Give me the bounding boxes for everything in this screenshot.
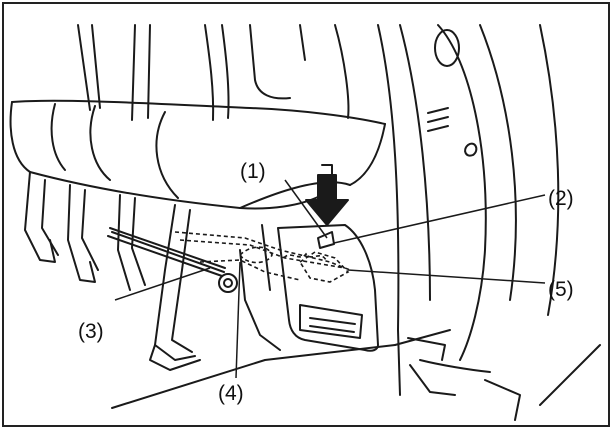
seat-drawing bbox=[9, 24, 601, 421]
hidden-link-5 bbox=[298, 251, 350, 283]
pillar-panel bbox=[437, 24, 487, 361]
leg-3-inner bbox=[131, 197, 146, 286]
seatback-edge bbox=[299, 24, 306, 61]
leader-lines bbox=[114, 179, 546, 379]
cushion-seam-3 bbox=[155, 111, 179, 199]
leader-5 bbox=[347, 269, 546, 284]
pillar-edge bbox=[539, 24, 560, 316]
seat-rail-top bbox=[109, 227, 226, 269]
push-arrow bbox=[305, 174, 349, 226]
callout-2: (2) bbox=[548, 187, 574, 210]
cushion-front-left bbox=[9, 101, 31, 173]
seatback-right-2 bbox=[221, 24, 230, 119]
mount-body bbox=[239, 249, 281, 351]
pillar-far bbox=[479, 24, 517, 301]
pillar-grommet bbox=[434, 29, 460, 67]
leader-4 bbox=[235, 261, 241, 379]
body-trim bbox=[484, 379, 521, 421]
leg-2-inner bbox=[81, 189, 99, 271]
leader-2 bbox=[333, 194, 546, 244]
leg-3 bbox=[117, 194, 131, 291]
arrow-stem-cap bbox=[321, 164, 333, 176]
cushion-seam-2 bbox=[89, 105, 111, 181]
body-lower-2 bbox=[407, 337, 446, 361]
floor-line-2 bbox=[394, 329, 451, 346]
hidden-cable-1 bbox=[174, 231, 351, 271]
seat-rail-mid bbox=[111, 231, 225, 273]
hidden-cable-2 bbox=[179, 239, 346, 269]
leg-1-inner bbox=[41, 179, 59, 256]
cushion-right bbox=[349, 123, 386, 186]
callout-3: (3) bbox=[78, 320, 104, 343]
callout-1: (1) bbox=[240, 160, 266, 183]
seatback-headrest bbox=[249, 24, 291, 100]
bracket-inner bbox=[299, 304, 363, 339]
cushion-bottom bbox=[29, 171, 321, 210]
cushion-top bbox=[11, 99, 386, 125]
bracket-slot-1 bbox=[309, 317, 356, 325]
hidden-lines bbox=[174, 231, 351, 283]
cushion-seam-1 bbox=[50, 103, 66, 171]
pillar-right bbox=[399, 24, 431, 301]
rail-bolt-inner bbox=[223, 278, 233, 288]
hidden-link-4 bbox=[238, 246, 273, 264]
mount-right bbox=[261, 224, 271, 291]
body-bracket bbox=[409, 364, 456, 396]
floor-line-1 bbox=[111, 344, 396, 409]
seatback-left-inner bbox=[91, 24, 101, 109]
bracket-slot-2 bbox=[309, 325, 355, 333]
floor-diagonal bbox=[539, 344, 601, 406]
bracket-tab bbox=[317, 231, 335, 249]
bracket-panel bbox=[277, 224, 379, 352]
pillar-slot-2 bbox=[427, 116, 449, 123]
hidden-rod bbox=[199, 259, 301, 281]
leg-1 bbox=[24, 171, 56, 263]
pillar-slot-3 bbox=[427, 125, 449, 132]
seatback-top-right bbox=[334, 24, 350, 119]
leg-foot bbox=[149, 344, 201, 371]
pillar-left bbox=[377, 24, 401, 396]
leg-4-inner bbox=[171, 209, 193, 353]
hidden-spring bbox=[283, 252, 327, 261]
pillar-hole bbox=[464, 142, 478, 157]
leg-2 bbox=[67, 184, 96, 283]
seatback-right bbox=[204, 24, 215, 121]
rail-bolt bbox=[218, 273, 238, 293]
seatback-center bbox=[131, 24, 136, 121]
pillar-slot-1 bbox=[427, 107, 449, 114]
cushion-lower-right bbox=[239, 181, 351, 209]
seatback-left bbox=[77, 24, 91, 111]
leader-1 bbox=[284, 179, 328, 239]
seat-rail-bottom bbox=[107, 235, 223, 277]
body-lower bbox=[419, 359, 491, 373]
callout-4: (4) bbox=[218, 382, 244, 405]
leader-3 bbox=[114, 267, 211, 301]
callout-5: (5) bbox=[548, 278, 574, 301]
